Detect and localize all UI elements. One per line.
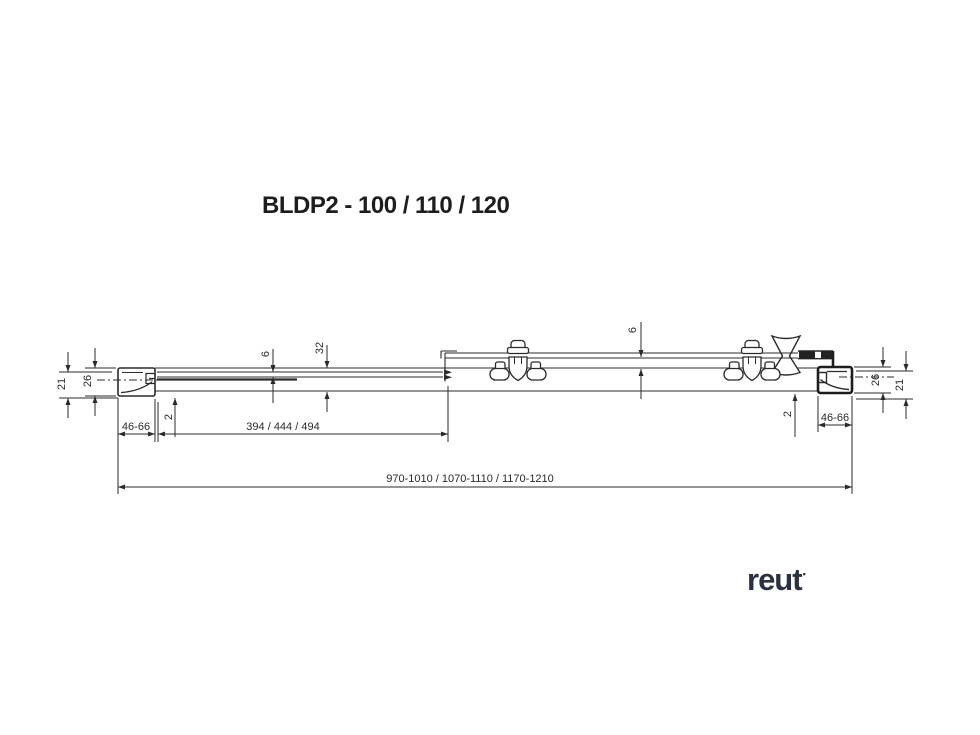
drawing-title: BLDP2 - 100 / 110 / 120 bbox=[262, 192, 509, 219]
dim-sliding-glass-6-label: 6 bbox=[627, 327, 639, 333]
dim-32-label: 32 bbox=[314, 342, 326, 354]
roller-carriage-left bbox=[489, 339, 547, 382]
brand-logo-text: reut bbox=[747, 562, 803, 597]
dim-right-46-66-label: 46-66 bbox=[821, 412, 849, 424]
brand-logo: reut▪ bbox=[747, 562, 806, 597]
right-wall-profile bbox=[816, 365, 854, 395]
logo-registered-mark: ▪ bbox=[802, 569, 806, 579]
lower-track-lines bbox=[155, 367, 818, 392]
left-wall-profile bbox=[117, 367, 156, 397]
dimension-lines bbox=[65, 322, 909, 490]
dim-right-21-label: 21 bbox=[894, 379, 906, 391]
dim-fixed-panel-width-label: 394 / 444 / 494 bbox=[246, 421, 319, 433]
roller-carriage-right bbox=[723, 339, 781, 382]
dim-right-2-label: 2 bbox=[782, 411, 794, 417]
dim-left-46-66-label: 46-66 bbox=[122, 421, 150, 433]
dim-right-26-label: 26 bbox=[870, 374, 882, 386]
dim-left-2-label: 2 bbox=[163, 414, 175, 420]
dim-left-26-label: 26 bbox=[82, 375, 94, 387]
dim-overall-width-label: 970-1010 / 1070-1110 / 1170-1210 bbox=[386, 473, 554, 485]
fixed-glass-panel bbox=[157, 369, 452, 381]
dim-left-21-label: 21 bbox=[56, 378, 68, 390]
sliding-glass-panel bbox=[440, 350, 835, 382]
dim-glass-6-label: 6 bbox=[260, 351, 272, 357]
drawing-geometry bbox=[59, 322, 913, 494]
